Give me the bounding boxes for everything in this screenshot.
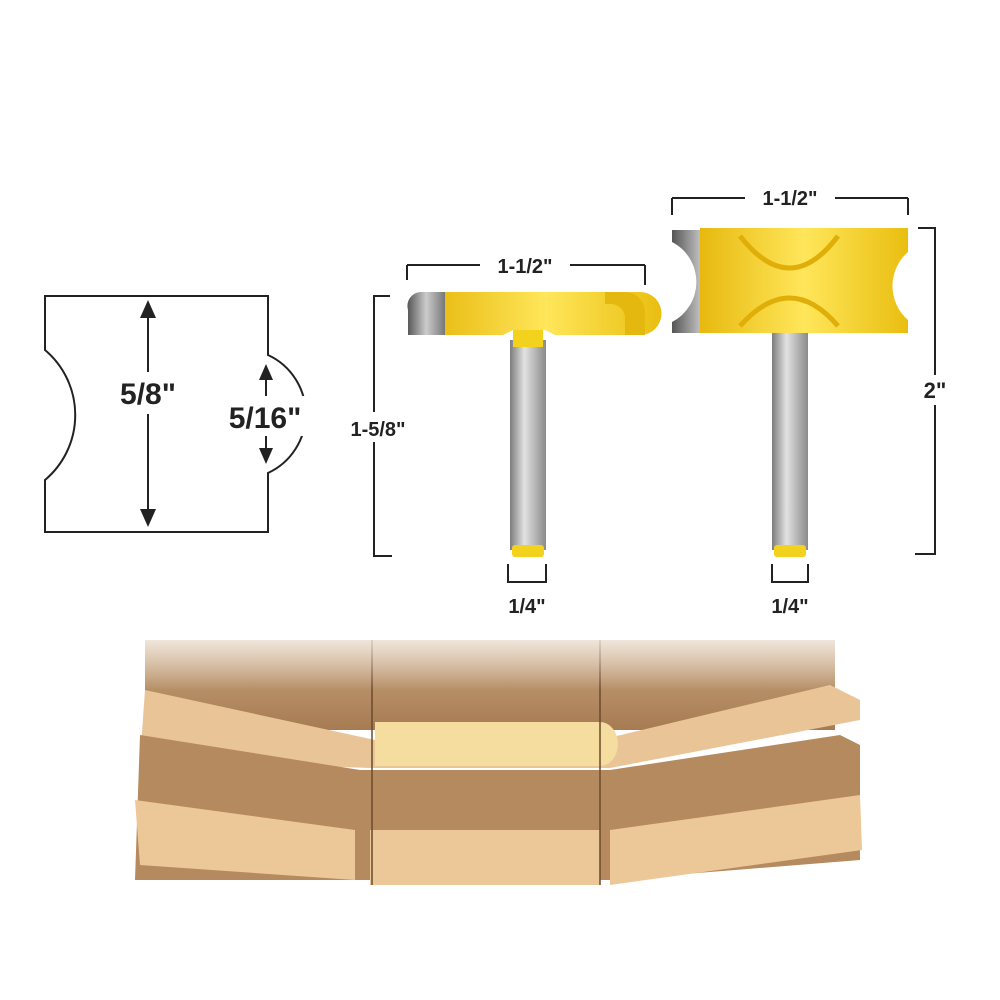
right-bit-shank-label: 1/4": [771, 596, 808, 618]
left-bit-height-label: 1-5/8": [350, 419, 405, 441]
profile-outer-label: 5/8": [120, 378, 176, 411]
router-bit-left: [373, 264, 662, 583]
wood-boards-photo: [130, 620, 870, 885]
right-bit-width-label: 1-1/2": [762, 188, 817, 210]
profile-inner-label: 5/16": [229, 402, 302, 435]
left-bit-shank-label: 1/4": [508, 596, 545, 618]
router-bit-right: [671, 197, 936, 583]
left-bit-width-label: 1-1/2": [497, 256, 552, 278]
right-bit-height-label: 2": [924, 378, 947, 403]
